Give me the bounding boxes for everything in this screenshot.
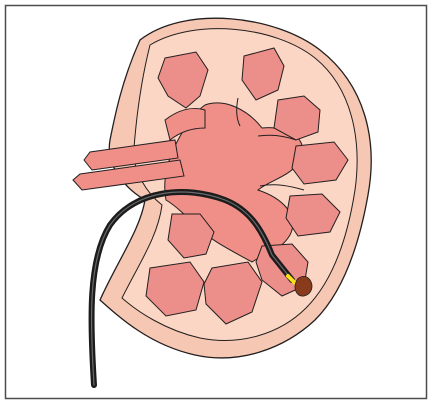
kidney-stone <box>295 276 312 296</box>
